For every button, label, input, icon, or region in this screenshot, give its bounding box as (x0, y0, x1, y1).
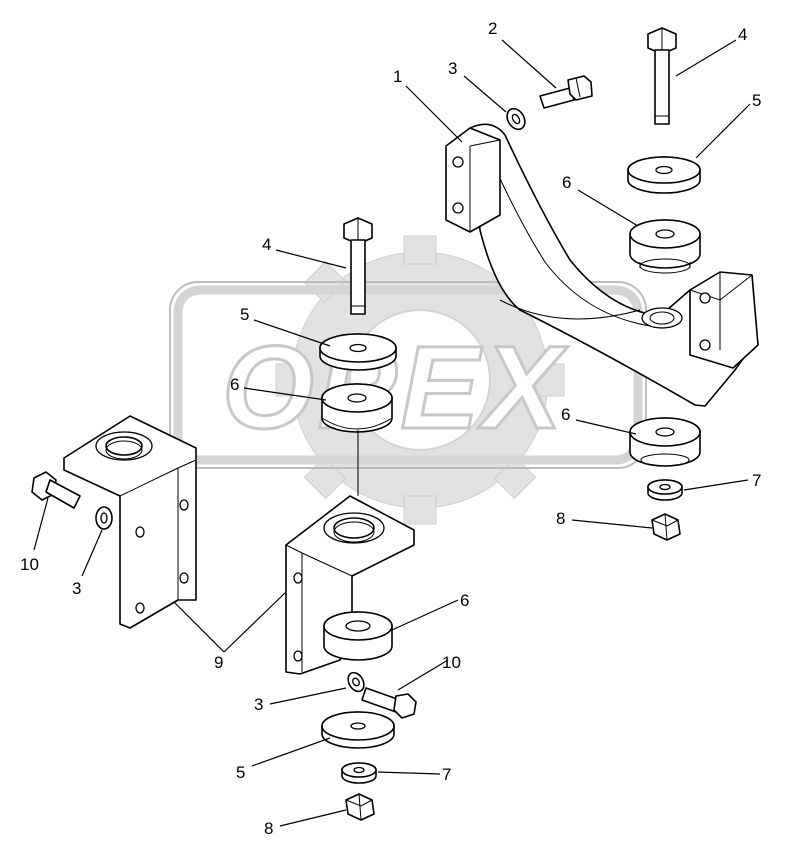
callout-4: 4 (738, 25, 747, 44)
callout-5: 5 (240, 305, 249, 324)
watermark-text: OPEX (222, 322, 568, 454)
callout-10: 10 (442, 653, 461, 672)
washer-5-right (627, 156, 701, 194)
angle-bracket-9-center (285, 495, 415, 675)
callout-10: 10 (20, 555, 39, 574)
bolt-2 (539, 75, 593, 109)
washer-3-lower (347, 671, 365, 693)
washer-5-lower (321, 711, 395, 749)
upper-bracket (445, 123, 759, 407)
washer-3-upper (506, 107, 526, 131)
bolt-10-left (31, 471, 81, 509)
callout-9: 9 (214, 653, 223, 672)
washer-7-right (647, 479, 683, 501)
washer-3-left (95, 506, 113, 530)
callout-labels: 1 2 3 4 5 6 4 5 6 6 7 8 10 3 9 6 10 3 5 … (20, 19, 761, 838)
washer-7-lower (341, 762, 377, 784)
callout-3: 3 (72, 579, 81, 598)
mount-6-lower (323, 611, 393, 661)
callout-3: 3 (448, 59, 457, 78)
angle-bracket-9-left (63, 415, 197, 629)
callout-3: 3 (254, 695, 263, 714)
bolt-4-center (343, 217, 373, 315)
washer-5-center (319, 333, 397, 371)
leader-lines (33, 39, 751, 827)
nut-8-lower (345, 793, 375, 821)
callout-4: 4 (262, 235, 271, 254)
mount-6-center (321, 383, 393, 433)
nut-8-right (651, 513, 681, 541)
callout-5: 5 (752, 91, 761, 110)
callout-6: 6 (230, 375, 239, 394)
callout-6: 6 (562, 173, 571, 192)
callout-8: 8 (556, 509, 565, 528)
bolt-10-lower (361, 687, 417, 719)
callout-5: 5 (236, 763, 245, 782)
callout-1: 1 (393, 67, 402, 86)
callout-6: 6 (561, 405, 570, 424)
callout-7: 7 (752, 471, 761, 490)
mount-6-right-lower (629, 417, 701, 467)
watermark-frame (173, 285, 643, 465)
callout-2: 2 (488, 19, 497, 38)
bolt-4-right (647, 27, 677, 125)
callout-7: 7 (442, 765, 451, 784)
callout-8: 8 (264, 819, 273, 838)
callout-6: 6 (460, 591, 469, 610)
mount-6-right-upper (629, 219, 701, 274)
